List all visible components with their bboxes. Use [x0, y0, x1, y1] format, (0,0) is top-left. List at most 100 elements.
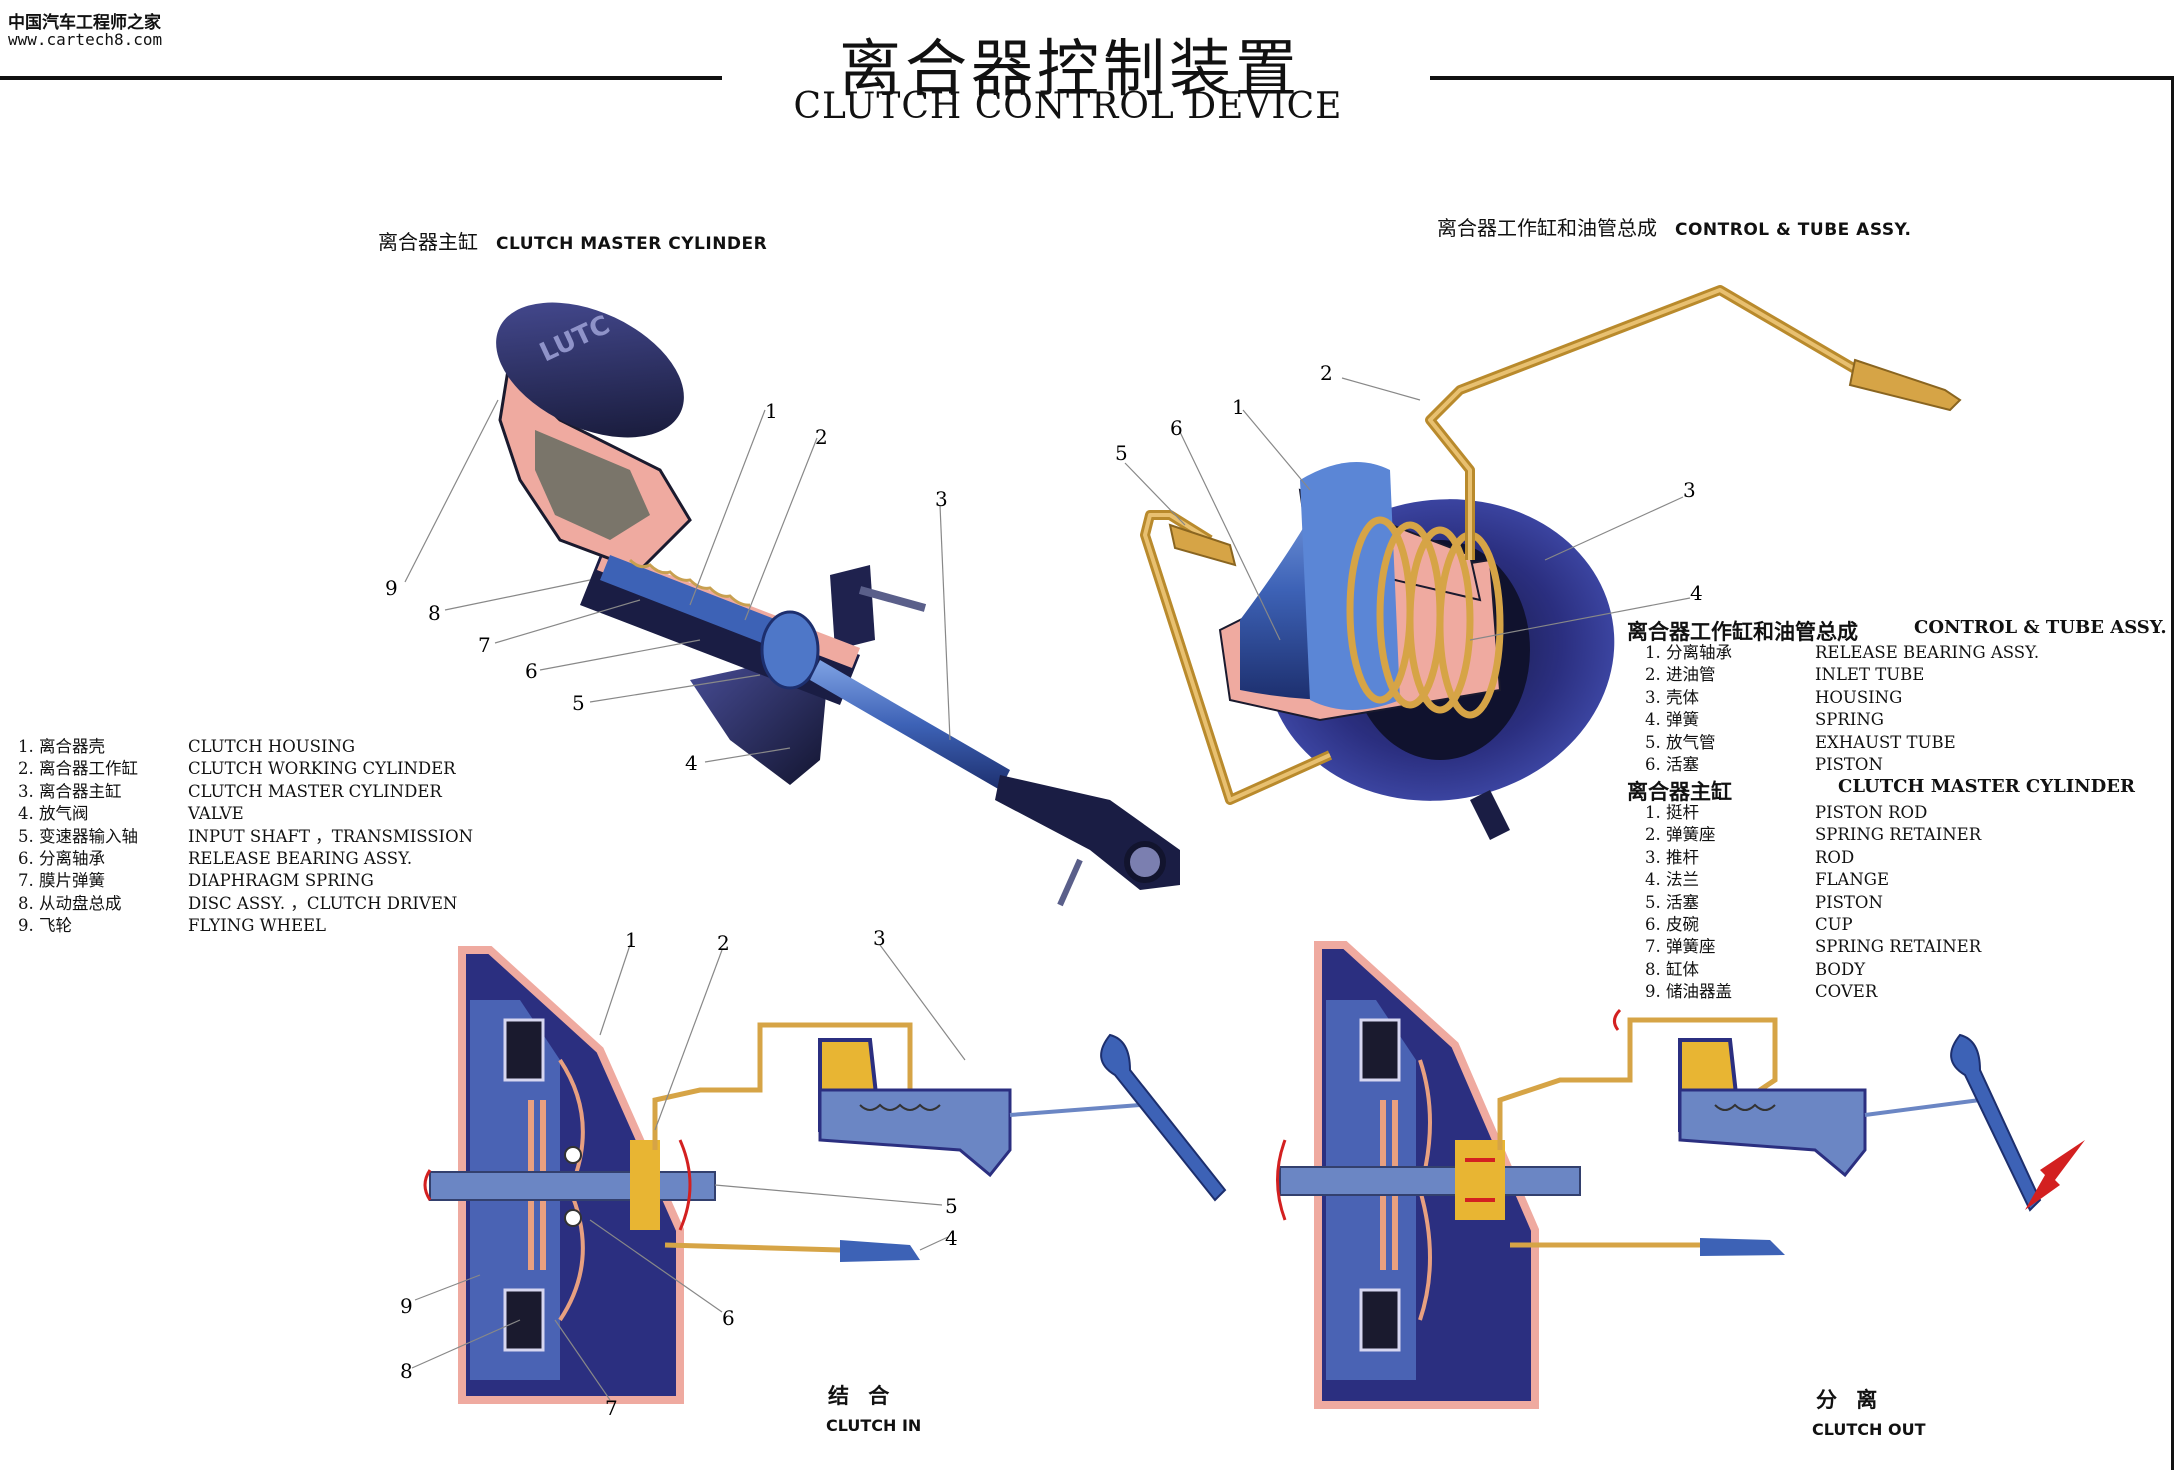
master-callout-6: 6	[525, 659, 538, 683]
legend-cn: 4. 法兰	[1645, 870, 1699, 890]
master-callout-numbers: 1 2 3 4 5 6 7 8 9	[385, 399, 948, 775]
legend-row: 8. 缸体 BODY	[1645, 959, 1981, 981]
legend-en: PISTON	[1815, 755, 1883, 775]
legend-cn: 2. 离合器工作缸	[18, 759, 138, 779]
master-callout-4: 4	[685, 751, 698, 775]
legend-cn: 4. 放气阀	[18, 804, 89, 824]
control-callout-3: 3	[1683, 478, 1696, 502]
legend-row: 2. 离合器工作缸 CLUTCH WORKING CYLINDER	[18, 758, 473, 780]
legend-en: DISC ASSY. ，CLUTCH DRIVEN	[188, 893, 458, 913]
legend-cn: 1. 挺杆	[1645, 803, 1699, 822]
legend-en: CLUTCH WORKING CYLINDER	[188, 759, 456, 779]
legend-cn: 3. 推杆	[1645, 847, 1699, 867]
legend-en: VALVE	[188, 804, 244, 824]
page-title-cn: 离合器控制装置	[838, 32, 1301, 105]
clutch-in-drawing	[423, 946, 1227, 1404]
legend-cn: 6. 分离轴承	[18, 849, 105, 869]
legend-row: 4. 放气阀 VALVE	[18, 803, 473, 825]
legend-en: SPRING	[1815, 710, 1884, 730]
clutch-in-caption-en: CLUTCH IN	[826, 1416, 922, 1435]
clutch-in-callout-numbers: 1 2 3 4 5 6 7 8 9	[400, 926, 958, 1420]
clutch-in-callout-6: 6	[722, 1306, 735, 1330]
legend-row: 2. 弹簧座 SPRING RETAINER	[1645, 824, 1981, 846]
legend-cn: 1. 离合器壳	[18, 737, 105, 756]
legend-row: 1. 离合器壳 CLUTCH HOUSING	[18, 736, 473, 758]
legend-row: 3. 离合器主缸 CLUTCH MASTER CYLINDER	[18, 781, 473, 803]
right-legend-header-2-en: CLUTCH MASTER CYLINDER	[1838, 776, 2135, 797]
legend-row: 4. 弹簧 SPRING	[1645, 709, 2039, 731]
watermark-name: 中国汽车工程师之家	[8, 13, 161, 33]
legend-cn: 2. 弹簧座	[1645, 825, 1716, 845]
master-cylinder-heading-en: CLUTCH MASTER CYLINDER	[496, 234, 768, 254]
legend-en: HOUSING	[1815, 687, 1903, 707]
clutch-out-drawing	[1276, 941, 2085, 1409]
right-legend-header-1-cn: 离合器工作缸和油管总成	[1627, 620, 1858, 644]
header-rule-right	[1430, 76, 2174, 80]
master-callout-5: 5	[572, 691, 585, 715]
legend-cn: 6. 活塞	[1645, 755, 1699, 775]
clutch-in-callout-7: 7	[605, 1396, 618, 1420]
legend-en: SPRING RETAINER	[1815, 937, 1982, 957]
right-legend-header-1-en: CONTROL & TUBE ASSY.	[1914, 617, 2167, 638]
watermark-url: www.cartech8.com	[8, 30, 163, 49]
legend-en: CLUTCH HOUSING	[188, 737, 356, 756]
clutch-out-caption-cn: 分 离	[1816, 1388, 1884, 1412]
control-callout-2: 2	[1320, 361, 1333, 385]
clutch-in-callout-9: 9	[400, 1294, 413, 1318]
legend-cn: 5. 放气管	[1645, 732, 1716, 752]
right-legend-header-2-cn: 离合器主缸	[1627, 780, 1732, 804]
legend-en: EXHAUST TUBE	[1815, 732, 1956, 752]
legend-en: CLUTCH MASTER CYLINDER	[188, 781, 442, 801]
legend-cn: 5. 活塞	[1645, 892, 1699, 912]
legend-en: COVER	[1815, 982, 1878, 1002]
legend-cn: 8. 缸体	[1645, 959, 1699, 979]
legend-en: PISTON ROD	[1815, 803, 1928, 822]
legend-row: 9. 储油器盖 COVER	[1645, 981, 1981, 1003]
legend-en: DIAPHRAGM SPRING	[188, 871, 374, 891]
control-callout-lines	[1124, 377, 1691, 641]
master-callout-3: 3	[935, 487, 948, 511]
legend-en: SPRING RETAINER	[1815, 825, 1982, 845]
clutch-in-callout-4: 4	[945, 1226, 958, 1250]
control-callout-6: 6	[1170, 416, 1183, 440]
master-callout-lines	[404, 399, 951, 763]
clutch-in-callout-8: 8	[400, 1359, 413, 1383]
legend-cn: 5. 变速器输入轴	[18, 826, 138, 846]
legend-en: BODY	[1815, 959, 1866, 979]
control-callout-4: 4	[1690, 581, 1703, 605]
legend-cn: 4. 弹簧	[1645, 710, 1699, 730]
legend-cn: 9. 储油器盖	[1645, 982, 1732, 1002]
control-callout-1: 1	[1232, 395, 1245, 419]
right-border-rule	[2171, 76, 2174, 1470]
legend-row: 1. 挺杆 PISTON ROD	[1645, 802, 1981, 824]
legend-en: FLYING WHEEL	[188, 916, 327, 936]
legend-cn: 1. 分离轴承	[1645, 643, 1732, 662]
header-rule-left	[0, 76, 722, 80]
legend-cn: 6. 皮碗	[1645, 915, 1699, 935]
control-callout-5: 5	[1115, 441, 1128, 465]
control-tube-drawing	[1140, 285, 1962, 840]
legend-cn: 2. 进油管	[1645, 665, 1716, 685]
clutch-in-callout-lines	[411, 944, 966, 1401]
master-callout-7: 7	[478, 633, 491, 657]
clutch-in-callout-1: 1	[625, 928, 638, 952]
legend-cn: 8. 从动盘总成	[18, 893, 122, 913]
master-cylinder-drawing: LUTC	[496, 302, 1180, 907]
legend-row: 6. 活塞 PISTON	[1645, 754, 2039, 776]
master-callout-1: 1	[765, 399, 778, 423]
master-callout-2: 2	[815, 425, 828, 449]
clutch-in-callout-5: 5	[945, 1194, 958, 1218]
legend-cn: 3. 离合器主缸	[18, 781, 122, 801]
